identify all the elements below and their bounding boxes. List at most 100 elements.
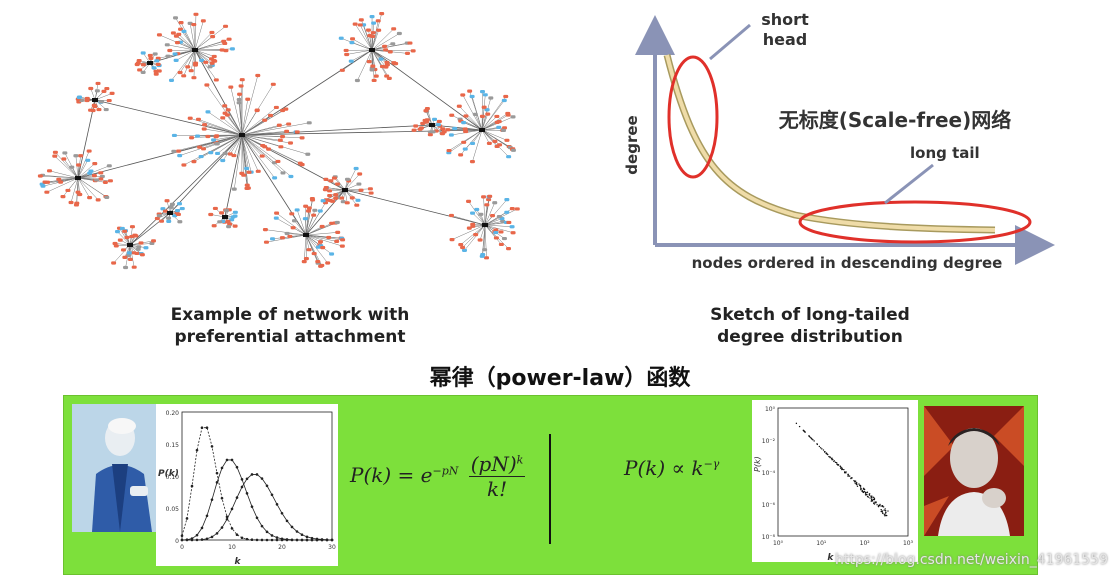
power-law-formula-base: P(k) ∝ k xyxy=(624,456,704,480)
poisson-point xyxy=(230,527,234,530)
loglog-point xyxy=(845,471,847,473)
network-edge xyxy=(342,49,373,71)
network-node xyxy=(222,111,228,115)
network-node xyxy=(228,85,234,89)
network-node xyxy=(177,220,183,224)
loglog-point xyxy=(816,443,818,445)
loglog-point xyxy=(873,503,876,505)
poisson-point xyxy=(270,534,274,537)
network-hub-node xyxy=(239,133,245,137)
network-edge xyxy=(305,234,319,262)
network-node xyxy=(44,190,50,194)
network-edge xyxy=(465,129,483,150)
network-node xyxy=(239,171,245,175)
network-edge xyxy=(167,44,196,51)
network-node xyxy=(143,246,149,250)
network-node xyxy=(478,212,484,216)
network-node xyxy=(176,149,182,153)
loglog-point xyxy=(818,445,821,448)
network-node xyxy=(104,195,110,199)
network-node xyxy=(199,58,205,62)
network-hub-node xyxy=(369,48,375,52)
network-node xyxy=(227,152,233,156)
network-node xyxy=(339,244,345,248)
poisson-point xyxy=(180,534,184,537)
network-node xyxy=(222,104,228,108)
network-edge xyxy=(77,163,95,179)
network-edge xyxy=(296,209,307,236)
network-node xyxy=(203,60,209,64)
network-node xyxy=(306,248,312,252)
loglog-y-tick-label: 10⁰ xyxy=(765,406,776,413)
network-node xyxy=(187,116,193,120)
network-node xyxy=(65,188,71,193)
network-node xyxy=(479,89,485,94)
network-edge xyxy=(481,114,488,131)
network-node xyxy=(230,215,236,219)
network-node xyxy=(492,201,498,205)
poisson-point xyxy=(195,448,199,452)
network-hub-node xyxy=(92,98,98,102)
network-edge xyxy=(241,134,291,144)
network-node xyxy=(103,107,109,112)
network-node xyxy=(244,166,250,171)
network-edge xyxy=(294,220,307,236)
network-node xyxy=(449,113,455,117)
network-edge xyxy=(305,234,343,247)
network-node xyxy=(340,238,346,242)
network-node xyxy=(193,12,199,16)
poisson-point xyxy=(290,538,294,542)
network-node xyxy=(276,123,282,127)
network-node xyxy=(211,138,217,142)
network-node xyxy=(114,230,120,234)
loglog-point xyxy=(873,498,876,501)
loglog-point xyxy=(844,471,846,474)
network-node xyxy=(510,231,516,235)
network-caption: Example of network with preferential att… xyxy=(110,304,470,348)
network-node xyxy=(76,95,82,100)
poisson-point xyxy=(205,537,209,541)
network-edge xyxy=(77,150,90,179)
network-edge xyxy=(77,172,101,179)
poisson-point xyxy=(300,533,304,536)
network-node xyxy=(129,234,135,239)
network-node xyxy=(303,204,309,208)
loglog-point xyxy=(826,453,828,455)
network-node xyxy=(232,224,238,228)
network-edge xyxy=(475,114,483,131)
network-edge xyxy=(224,134,243,218)
poisson-point xyxy=(235,496,239,499)
network-node xyxy=(449,238,455,242)
poisson-y-tick-label: 0.20 xyxy=(166,410,180,417)
network-node xyxy=(350,37,356,41)
network-node xyxy=(96,107,102,112)
network-node xyxy=(62,151,68,155)
network-edge xyxy=(124,244,131,258)
loglog-point xyxy=(803,430,806,433)
network-node xyxy=(140,51,146,55)
network-edge xyxy=(463,122,483,131)
sketch-caption-line1: Sketch of long-tailed xyxy=(710,305,910,325)
network-node xyxy=(124,235,130,240)
poisson-point xyxy=(260,524,264,528)
network-edge xyxy=(194,49,215,57)
loglog-point xyxy=(873,497,876,500)
network-node xyxy=(52,154,58,158)
network-node xyxy=(494,144,500,149)
loglog-point xyxy=(836,463,838,466)
network-node xyxy=(122,255,128,259)
loglog-y-tick-label: 10⁻⁸ xyxy=(762,534,776,541)
network-node xyxy=(223,49,229,53)
network-node xyxy=(424,118,430,122)
poisson-point xyxy=(190,538,194,542)
network-edge xyxy=(204,124,243,136)
network-edge xyxy=(117,231,131,246)
network-edge xyxy=(224,134,243,154)
network-node xyxy=(126,251,132,255)
poisson-point xyxy=(215,481,219,484)
poisson-point xyxy=(180,538,184,542)
network-node xyxy=(509,206,515,211)
loglog-x-axis-label: k xyxy=(827,553,834,562)
poisson-point xyxy=(225,517,229,521)
network-node xyxy=(326,235,332,240)
